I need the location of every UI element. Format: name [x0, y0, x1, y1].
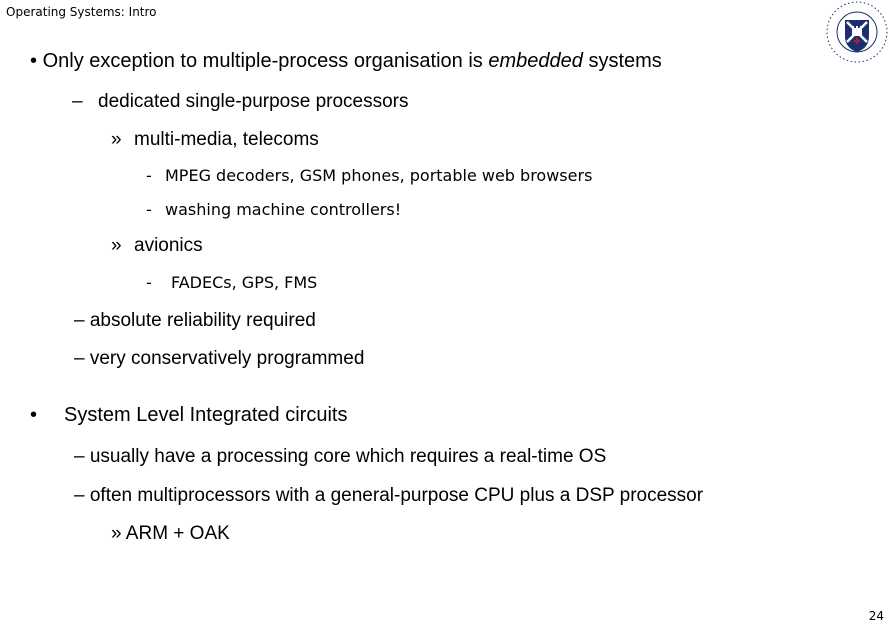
page-number: 24 — [868, 609, 884, 623]
slide-header-title: Operating Systems: Intro — [6, 5, 157, 19]
item-text: MPEG decoders, GSM phones, portable web … — [165, 166, 593, 185]
hyphen-marker: - — [146, 200, 152, 219]
sub-bullet-processing-core: – usually have a processing core which r… — [74, 446, 607, 467]
bullet-text-tail: systems — [582, 50, 662, 72]
sub-sub-bullet-text: avionics — [134, 235, 203, 256]
dash-marker: – — [72, 91, 83, 112]
bullet-marker: • — [30, 404, 38, 426]
bullet-embedded-systems: • Only exception to multiple-process org… — [30, 50, 662, 73]
hyphen-marker: - — [146, 273, 152, 292]
bullet-marker: • — [30, 50, 38, 72]
hyphen-marker: - — [146, 166, 152, 185]
item-text: FADECs, GPS, FMS — [171, 273, 318, 292]
item-fadecs: -FADECs, GPS, FMS — [146, 273, 317, 292]
bullet-system-level-ic: • System Level Integrated circuits — [30, 404, 347, 427]
sub-bullet-dedicated-processors: –dedicated single-purpose processors — [72, 91, 409, 113]
sub-sub-bullet-arm-oak: » ARM + OAK — [111, 523, 230, 544]
sub-bullet-conservatively-programmed: – very conservatively programmed — [74, 348, 365, 369]
bullet-text: Only exception to multiple-process organ… — [42, 50, 489, 72]
chevron-marker: » — [111, 235, 122, 256]
sub-sub-bullet-text: multi-media, telecoms — [134, 129, 319, 150]
sub-bullet-text: dedicated single-purpose processors — [98, 91, 409, 112]
sub-bullet-absolute-reliability: – absolute reliability required — [74, 310, 316, 331]
bullet-emphasis: embedded — [488, 50, 583, 72]
university-crest-icon — [826, 1, 888, 63]
item-text: washing machine controllers! — [165, 200, 402, 219]
item-washing-machine: -washing machine controllers! — [146, 200, 401, 219]
sub-sub-bullet-multimedia: » multi-media, telecoms — [111, 129, 319, 151]
sub-sub-bullet-avionics: » avionics — [111, 235, 203, 257]
chevron-marker: » — [111, 129, 122, 150]
bullet-text: System Level Integrated circuits — [64, 404, 348, 426]
item-mpeg-decoders: -MPEG decoders, GSM phones, portable web… — [146, 166, 592, 185]
sub-bullet-multiprocessors: – often multiprocessors with a general-p… — [74, 485, 704, 506]
